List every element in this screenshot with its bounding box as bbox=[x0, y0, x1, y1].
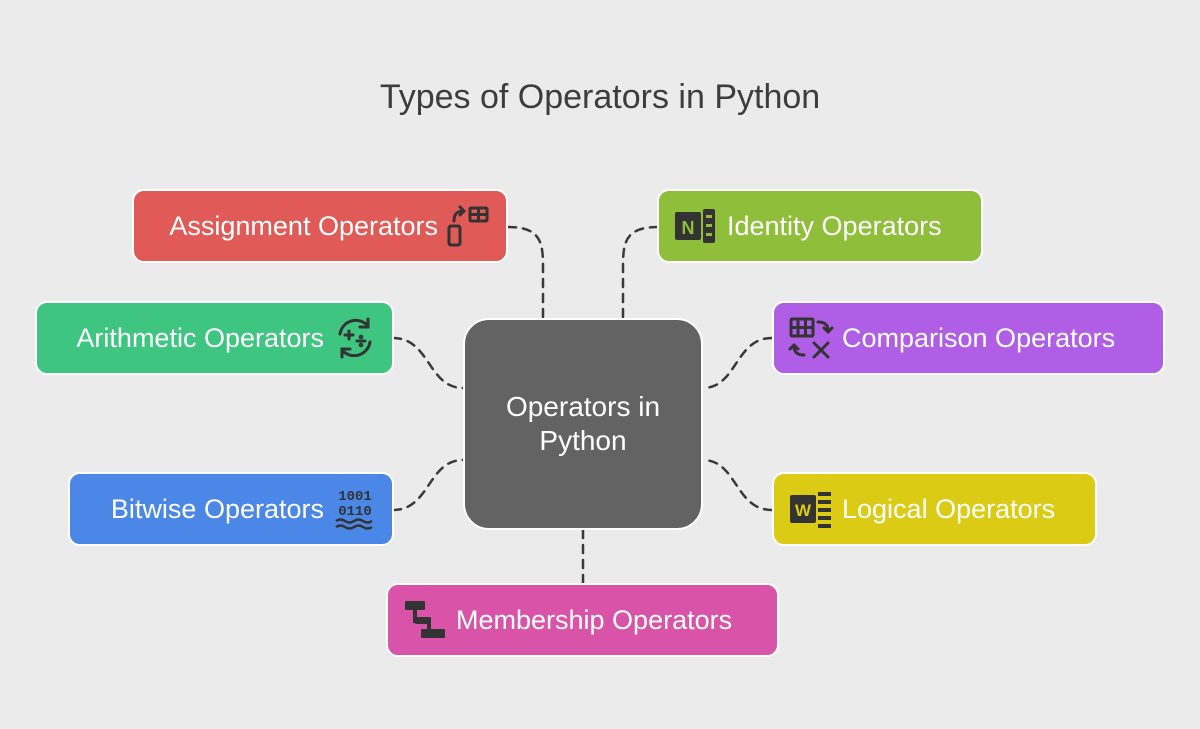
node-comparison-operators: Comparison Operators bbox=[772, 301, 1165, 375]
membership-icon bbox=[402, 597, 448, 643]
node-assignment-label: Assignment Operators bbox=[169, 210, 438, 241]
node-logical-label: Logical Operators bbox=[842, 493, 1056, 524]
center-node: Operators in Python bbox=[463, 318, 703, 530]
node-bitwise-operators: Bitwise Operators 1001 0110 bbox=[68, 472, 394, 546]
connector-arithmetic bbox=[391, 336, 465, 390]
connector-assignment bbox=[506, 225, 545, 320]
node-identity-operators: N Identity Operators bbox=[657, 189, 983, 263]
connector-comparison bbox=[701, 336, 774, 390]
bitwise-icon-row-2: 0110 bbox=[338, 504, 372, 520]
diagram-title: Types of Operators in Python bbox=[379, 78, 821, 116]
bitwise-icon: 1001 0110 bbox=[332, 486, 378, 532]
node-assignment-operators: Assignment Operators bbox=[132, 189, 508, 263]
node-bitwise-label: Bitwise Operators bbox=[110, 493, 324, 524]
node-membership-operators: Membership Operators bbox=[386, 583, 779, 657]
connector-bitwise bbox=[391, 458, 465, 512]
bitwise-icon-row-1: 1001 bbox=[338, 489, 372, 505]
node-comparison-label: Comparison Operators bbox=[842, 322, 1116, 353]
node-identity-label: Identity Operators bbox=[727, 210, 942, 241]
assignment-icon bbox=[446, 203, 492, 249]
comparison-icon bbox=[788, 315, 834, 361]
node-arithmetic-label: Arithmetic Operators bbox=[76, 322, 324, 353]
node-logical-operators: W Logical Operators bbox=[772, 472, 1097, 546]
connector-identity bbox=[621, 225, 660, 320]
connector-logical bbox=[701, 458, 774, 512]
logical-icon-letter: W bbox=[795, 501, 812, 520]
node-membership-label: Membership Operators bbox=[456, 604, 733, 635]
logical-icon: W bbox=[788, 486, 834, 532]
arithmetic-icon bbox=[332, 315, 378, 361]
node-arithmetic-operators: Arithmetic Operators bbox=[35, 301, 394, 375]
center-node-label: Operators in Python bbox=[505, 391, 661, 456]
svg-text:N: N bbox=[682, 218, 695, 238]
identity-icon: N bbox=[673, 203, 719, 249]
